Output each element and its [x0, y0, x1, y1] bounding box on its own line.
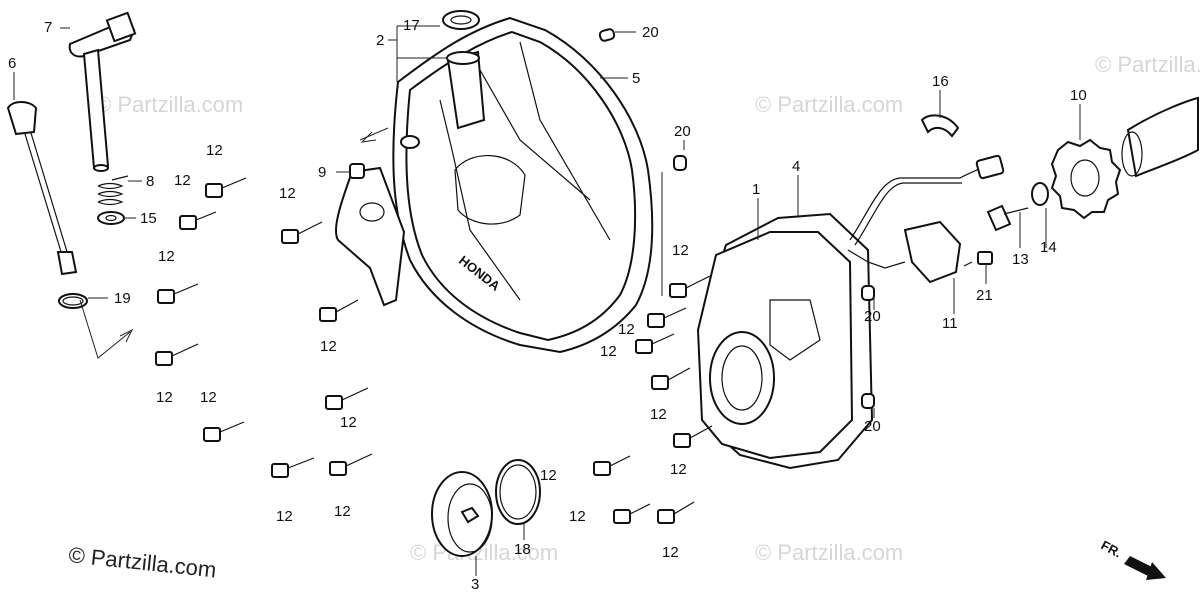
bolt [325, 387, 369, 410]
callout-12: 12 [662, 544, 679, 561]
bolt-set [155, 177, 713, 524]
pulse-generator [847, 114, 1005, 284]
return-spring [97, 175, 129, 206]
bolt [155, 343, 199, 366]
callout-6: 6 [8, 55, 16, 72]
leader-lines [13, 25, 1081, 576]
watermark-layer: © Partzilla.com © Partzilla.com © Partzi… [95, 52, 1200, 565]
callout-5: 5 [632, 70, 640, 87]
front-direction-indicator: FR. [1099, 537, 1166, 580]
bolt [593, 455, 631, 476]
callout-12: 12 [158, 248, 175, 265]
callout-3: 3 [471, 576, 479, 593]
callout-20: 20 [642, 24, 659, 41]
callout-19: 19 [114, 290, 131, 307]
callout-12: 12 [569, 508, 586, 525]
watermark-text: © Partzilla.com [755, 540, 903, 565]
wire-clamp [920, 114, 960, 138]
bolt [319, 299, 359, 322]
bolt [271, 457, 315, 478]
watermark-text: © Partzilla.com [95, 92, 243, 117]
callout-12: 12 [650, 406, 667, 423]
o-ring-18 [495, 459, 541, 525]
front-label: FR. [1099, 537, 1125, 560]
callout-18: 18 [514, 541, 531, 558]
dipstick-tip [56, 251, 78, 276]
reference-lines [79, 127, 389, 359]
bolt [179, 211, 217, 230]
callout-20: 20 [674, 123, 691, 140]
callout-4: 4 [792, 158, 800, 175]
bolt [673, 425, 713, 448]
oil-seal [442, 10, 480, 30]
callout-12: 12 [156, 389, 173, 406]
callout-12: 12 [276, 508, 293, 525]
bolt [635, 333, 675, 354]
callout-16: 16 [932, 73, 949, 90]
clutch-cover: HONDA [392, 16, 654, 354]
generator-cover [696, 212, 874, 470]
dowel-pins [598, 28, 875, 409]
callout-17: 17 [403, 17, 420, 34]
timing-cap [431, 471, 493, 557]
bolt [647, 307, 687, 328]
callout-12: 12 [618, 321, 635, 338]
callout-20: 20 [864, 308, 881, 325]
bolt [651, 367, 691, 390]
callout-13: 13 [1012, 251, 1029, 268]
shift-spindle [68, 11, 137, 172]
dipstick-assembly [6, 101, 88, 309]
callout-7: 7 [44, 19, 52, 36]
bolt [205, 177, 247, 198]
copyright-watermark: © Partzilla.com [67, 542, 217, 582]
callout-12: 12 [670, 461, 687, 478]
callout-12: 12 [200, 389, 217, 406]
callout-12: 12 [279, 185, 296, 202]
bracket-plate [334, 163, 406, 307]
callout-15: 15 [140, 210, 157, 227]
watermark-text: © Partzilla.com [1095, 52, 1200, 77]
bolt [203, 421, 245, 442]
callout-labels: 2 17 20 5 20 7 6 8 15 19 9 1 4 16 10 13 … [8, 17, 1087, 593]
callout-20: 20 [864, 418, 881, 435]
cover-bore [709, 331, 775, 425]
bolt [281, 221, 323, 244]
callout-12: 12 [540, 467, 557, 484]
countershaft [1126, 96, 1199, 178]
callout-12: 12 [600, 343, 617, 360]
washer-15 [97, 211, 125, 225]
cover-boss [400, 135, 420, 149]
bolt [657, 501, 695, 524]
callout-10: 10 [1070, 87, 1087, 104]
callout-12: 12 [334, 503, 351, 520]
o-ring [58, 293, 88, 309]
callout-1: 1 [752, 181, 760, 198]
sprocket [1050, 138, 1122, 220]
bolt [613, 503, 651, 524]
callout-12: 12 [340, 414, 357, 431]
dipstick-cap [6, 101, 38, 136]
callout-21: 21 [976, 287, 993, 304]
watermark-text: © Partzilla.com [755, 92, 903, 117]
drive-sprocket-group [986, 96, 1199, 232]
callout-12: 12 [320, 338, 337, 355]
callout-9: 9 [318, 164, 326, 181]
callout-12: 12 [672, 242, 689, 259]
bolt [329, 453, 373, 476]
bolt-21 [963, 251, 993, 267]
callout-12: 12 [174, 172, 191, 189]
callout-11: 11 [942, 315, 958, 332]
callout-8: 8 [146, 173, 154, 190]
callout-2: 2 [376, 32, 384, 49]
callout-14: 14 [1040, 239, 1057, 256]
bolt [157, 283, 199, 304]
callout-12: 12 [206, 142, 223, 159]
bolt [669, 275, 711, 298]
